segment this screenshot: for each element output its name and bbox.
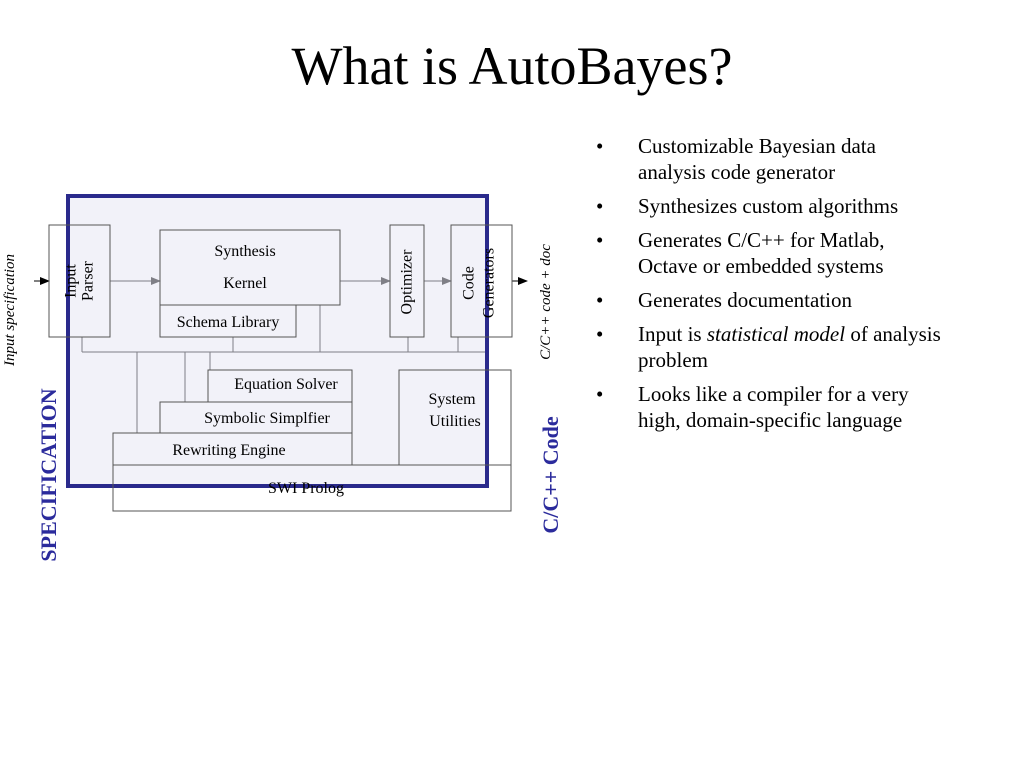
input-parser-label-line1: Input (63, 264, 80, 298)
bullet-text-post: of analysis (845, 322, 941, 346)
bullet-text-pre: Input is (638, 322, 707, 346)
bullet-line: Generates documentation (638, 288, 852, 312)
symbolic-simplifier-label: Symbolic Simplfier (204, 410, 330, 427)
bullet-line: Generates C/C++ for Matlab, (638, 228, 885, 252)
bullet-icon: • (596, 382, 604, 406)
system-utilities-label-line2: Utilities (429, 413, 481, 430)
bullet-line: high, domain-specific language (638, 408, 903, 432)
component-boxes (48, 224, 513, 512)
bullet-line: Customizable Bayesian data (638, 134, 876, 158)
bullet-icon: • (596, 134, 604, 158)
bullet-icon: • (596, 228, 604, 252)
input-specification-label: Input specification (2, 254, 18, 367)
bullet-item: • Synthesizes custom algorithms (596, 193, 1016, 219)
bullet-icon: • (596, 194, 604, 218)
swi-prolog-box (112, 464, 512, 512)
bullet-item: • Input is statistical model of analysis… (596, 321, 1016, 373)
output-code-doc-label: C/C++ code + doc (538, 244, 554, 360)
swi-prolog-label: SWI Prolog (268, 480, 344, 497)
bullet-item: • Generates documentation (596, 287, 1016, 313)
bullet-line: Octave or embedded systems (638, 254, 884, 278)
code-generators-box (450, 224, 513, 338)
kernel-label: Kernel (223, 275, 267, 292)
rewriting-engine-label: Rewriting Engine (172, 442, 285, 459)
bullet-line: Synthesizes custom algorithms (638, 194, 899, 218)
specification-label: SPECIFICATION (36, 388, 61, 561)
input-parser-box (48, 224, 111, 338)
bullet-line: Looks like a compiler for a very (638, 382, 909, 406)
bullet-item: • Generates C/C++ for Matlab, Octave or … (596, 227, 1016, 279)
input-parser-label-line2: Parser (80, 260, 97, 301)
bullet-line: problem (638, 348, 708, 372)
schema-library-label: Schema Library (177, 314, 280, 331)
bullet-icon: • (596, 288, 604, 312)
cpp-code-label: C/C++ Code (538, 416, 563, 534)
bullet-icon: • (596, 322, 604, 346)
schema-library-box (159, 304, 297, 338)
bullet-item: • Looks like a compiler for a very high,… (596, 381, 1016, 433)
system-utilities-label-line1: System (428, 391, 476, 408)
bullet-line: analysis code generator (638, 160, 836, 184)
synthesis-label: Synthesis (214, 243, 275, 260)
code-generators-label-line2: Generators (481, 248, 498, 318)
optimizer-label: Optimizer (399, 249, 416, 315)
code-generators-label-line1: Code (461, 266, 478, 300)
architecture-diagram: Input Parser Synthesis Kernel Schema Lib… (2, 194, 563, 562)
bullet-emphasis: statistical model (706, 322, 846, 346)
bullet-list: • Customizable Bayesian data analysis co… (596, 133, 1016, 441)
equation-solver-label: Equation Solver (234, 376, 338, 393)
bullet-item: • Customizable Bayesian data analysis co… (596, 133, 1016, 185)
slide-title: What is AutoBayes? (291, 36, 733, 96)
specification-highlight (66, 194, 489, 488)
optimizer-box (389, 224, 425, 338)
